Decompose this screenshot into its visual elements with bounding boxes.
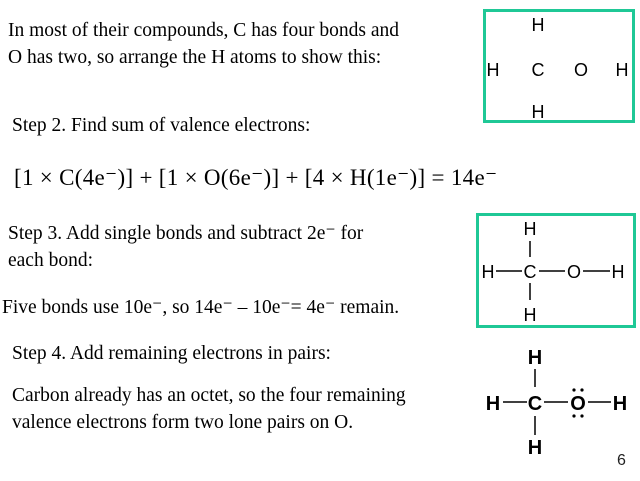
atom-h-bottom: H bbox=[528, 437, 542, 459]
step2-label: Step 2. Find sum of valence electrons: bbox=[12, 115, 311, 136]
atom-c: C bbox=[528, 393, 542, 415]
step3-line-2: each bond: bbox=[8, 250, 94, 271]
atom-o: O bbox=[570, 393, 586, 415]
atom-o: O bbox=[574, 60, 588, 80]
atom-h-top: H bbox=[532, 15, 545, 35]
skeleton-box: H H C O H H bbox=[483, 9, 635, 123]
intro-line-2: O has two, so arrange the H atoms to sho… bbox=[8, 47, 382, 68]
step3-line-1: Step 3. Add single bonds and subtract 2e… bbox=[8, 223, 364, 244]
atom-h-left: H bbox=[482, 262, 495, 282]
step4-label: Step 4. Add remaining electrons in pairs… bbox=[12, 343, 331, 364]
atom-h-bottom: H bbox=[532, 102, 545, 120]
valence-equation: [1 × C(4e⁻)] + [1 × O(6e⁻)] + [4 × H(1e⁻… bbox=[14, 165, 498, 190]
atom-h-left: H bbox=[487, 60, 500, 80]
step3-line-3: Five bonds use 10e⁻, so 14e⁻ – 10e⁻= 4e⁻… bbox=[2, 297, 400, 318]
intro-line-1: In most of their compounds, C has four b… bbox=[8, 20, 400, 41]
lewis-structure: H H C O H H bbox=[486, 347, 627, 459]
page-number: 6 bbox=[617, 452, 626, 469]
atom-c: C bbox=[532, 60, 545, 80]
single-bond-box: H H C O H H bbox=[476, 213, 636, 328]
step4-line-2: valence electrons form two lone pairs on… bbox=[12, 412, 354, 433]
lone-pairs bbox=[572, 388, 584, 418]
skeleton-structure: H H C O H H bbox=[487, 15, 629, 122]
atom-h-left: H bbox=[486, 393, 500, 415]
atom-h-top: H bbox=[528, 347, 542, 369]
atom-h-right: H bbox=[612, 262, 625, 282]
atom-h-top: H bbox=[524, 219, 537, 239]
atom-h-bottom: H bbox=[524, 305, 537, 325]
step4-line-1: Carbon already has an octet, so the four… bbox=[12, 385, 406, 406]
single-bond-structure: H H C O H H bbox=[482, 219, 625, 325]
atom-c: C bbox=[524, 262, 537, 282]
atom-h-right: H bbox=[616, 60, 629, 80]
atom-o: O bbox=[567, 262, 581, 282]
atom-h-right: H bbox=[613, 393, 627, 415]
